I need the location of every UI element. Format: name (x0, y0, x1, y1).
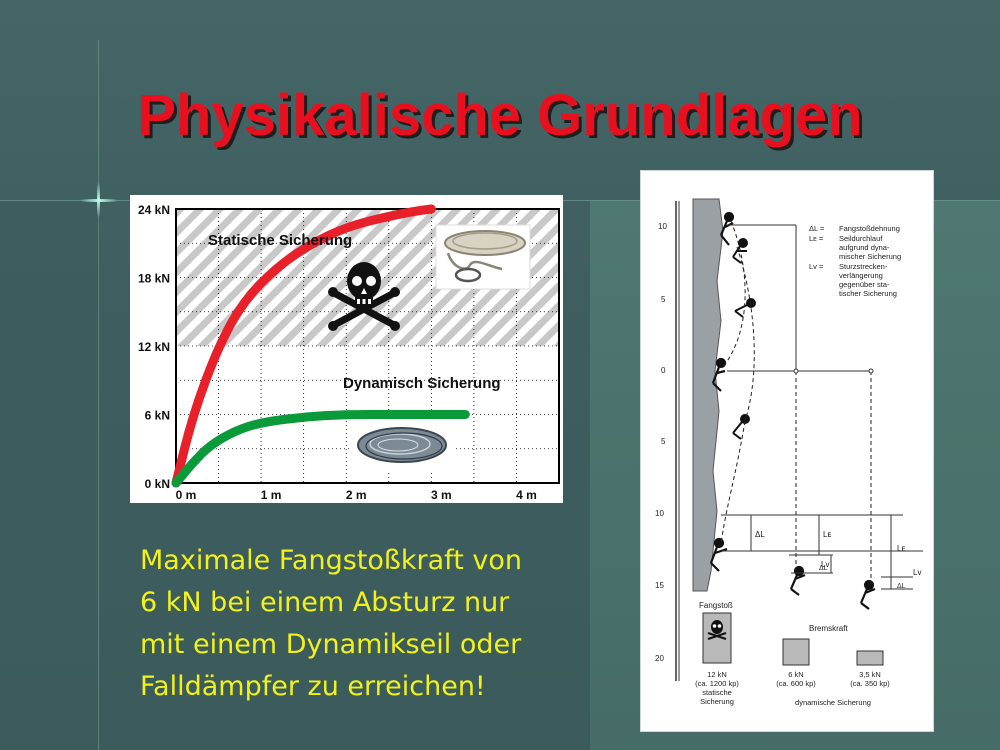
climber-icon (719, 211, 735, 246)
box-kp: (ca. 1200 kp) (695, 679, 739, 688)
legend-symbol: Lᴇ = (809, 234, 824, 243)
body-text: Maximale Fangstoßkraft von 6 kN bei eine… (140, 540, 580, 708)
legend-symbol: ΔL = (809, 224, 825, 233)
label-dynamic-belay: Dynamisch Sicherung (343, 375, 501, 392)
skull-icon (707, 620, 727, 640)
y-tick-label: 18 kN (138, 272, 170, 286)
background-band-left (0, 200, 100, 750)
decor-sparkle-v (97, 175, 100, 225)
climber-icon (734, 298, 756, 318)
body-line: Falldämpfer zu erreichen! (140, 671, 486, 702)
height-scale: 10 5 0 5 10 15 20 (655, 201, 680, 681)
legend-text: Fangstoßdehnung (839, 224, 900, 233)
x-tick-label: 3 m (431, 488, 452, 502)
scale-label: 20 (655, 654, 664, 663)
label-delta-l: ΔL (897, 583, 906, 590)
legend-text: mischer Sicherung (839, 252, 901, 261)
scale-label: 15 (655, 581, 664, 590)
box-caption: Sicherung (700, 697, 734, 706)
scale-label: 5 (661, 437, 666, 446)
label-static-belay: Statische Sicherung (208, 232, 352, 249)
label-lv: Lᴠ (821, 560, 829, 569)
label-dynamic-belay: dynamische Sicherung (795, 698, 871, 707)
body-line: mit einem Dynamikseil oder (140, 629, 522, 660)
label-delta-l: ΔL (819, 565, 828, 572)
dynamic-rope-image (352, 421, 456, 471)
y-tick-label: 12 kN (138, 340, 170, 354)
series-line (171, 204, 436, 488)
reference-lines (721, 224, 923, 590)
label-le: Lᴇ (897, 544, 905, 553)
box-kp: (ca. 600 kp) (776, 679, 816, 688)
force-box-3-5kn (856, 650, 884, 666)
fall-paths (720, 220, 872, 583)
force-distance-chart: 0 kN 6 kN 12 kN 18 kN 24 kN 0 m 1 m 2 m 3 m 4 m (138, 203, 560, 502)
rock-wall (692, 198, 724, 592)
chart-panel: 0 kN 6 kN 12 kN 18 kN 24 kN 0 m 1 m 2 m 3 m 4 m (130, 195, 563, 503)
climber-icon (789, 565, 806, 596)
body-line: 6 kN bei einem Absturz nur (140, 587, 510, 618)
plot-frame (175, 208, 560, 484)
static-rope-image (435, 224, 531, 290)
climber-icon (732, 238, 748, 264)
body-line: Maximale Fangstoßkraft von (140, 545, 522, 576)
skull-icon (328, 262, 400, 331)
box-kp: (ca. 350 kp) (850, 679, 890, 688)
x-tick-label: 4 m (516, 488, 537, 502)
chart-series (171, 204, 470, 488)
scale-label: 10 (655, 509, 664, 518)
label-delta-l: ΔL (755, 530, 765, 539)
scale-label: 0 (661, 366, 666, 375)
slide-title: Physikalische Grundlagen (137, 83, 863, 148)
x-tick-label: 2 m (346, 488, 367, 502)
climber-icon (732, 414, 750, 440)
label-bremskraft: Bremskraft (809, 624, 848, 633)
series-line (171, 410, 470, 488)
fall-diagram: 10 5 0 5 10 15 20 (655, 198, 923, 707)
legend-text: Seildurchlauf (839, 234, 883, 243)
legend-text: gegenüber sta- (839, 280, 890, 289)
box-kn: 12 kN (707, 670, 727, 679)
scale-label: 10 (658, 222, 667, 231)
y-axis-ticks: 0 kN 6 kN 12 kN 18 kN 24 kN (138, 203, 170, 491)
climber-icon (859, 579, 876, 610)
legend-text: tischer Sicherung (839, 289, 897, 298)
label-fangstoss: Fangstoß (699, 601, 733, 610)
label-lv: Lᴠ (913, 568, 921, 577)
decor-line-v (98, 40, 99, 750)
x-tick-label: 1 m (261, 488, 282, 502)
legend-text: verlängerung (839, 271, 883, 280)
y-tick-label: 0 kN (145, 477, 170, 491)
y-tick-label: 24 kN (138, 203, 170, 217)
label-le: Lᴇ (823, 530, 831, 539)
scale-label: 5 (661, 295, 666, 304)
force-box-6kn (782, 638, 810, 666)
legend-symbol: Lᴠ = (809, 262, 824, 271)
climber-icon (711, 357, 727, 392)
diagram-legend: ΔL = Fangstoßdehnung Lᴇ = Seildurchlauf … (809, 224, 901, 298)
box-kn: 6 kN (788, 670, 803, 679)
box-caption: statische (702, 688, 732, 697)
legend-text: aufgrund dyna- (839, 243, 890, 252)
legend-text: Sturzstrecken- (839, 262, 888, 271)
y-tick-label: 6 kN (145, 409, 170, 423)
box-kn: 3,5 kN (859, 670, 881, 679)
fall-diagram-panel: 10 5 0 5 10 15 20 (640, 170, 934, 732)
x-axis-ticks: 0 m 1 m 2 m 3 m 4 m (176, 488, 537, 502)
x-tick-label: 0 m (176, 488, 197, 502)
